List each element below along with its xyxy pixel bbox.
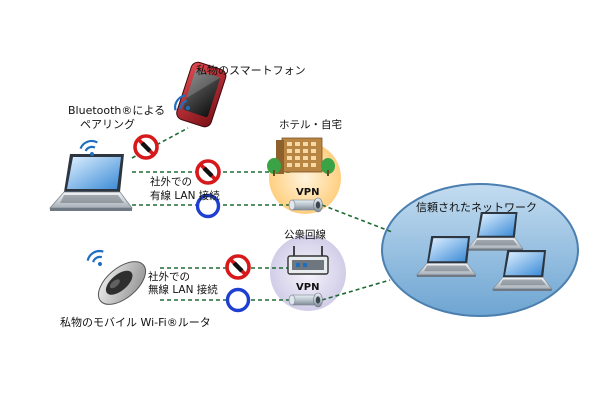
vpn-tunnel-icon-top (288, 197, 323, 213)
wireless-label-line2: 無線 LAN 接続 (148, 283, 218, 296)
wireless-label-line1: 社外での (148, 270, 190, 283)
wireless-allowed-circle-icon (225, 287, 251, 313)
wireless-vpn-to-network-line (321, 279, 391, 301)
wired-label-line1: 社外での (150, 175, 192, 188)
mobile-router-icon (97, 261, 147, 305)
bluetooth-label-line2: ペアリング (80, 117, 135, 131)
router-wifi-signal-icon (84, 247, 110, 272)
public-line-label: 公衆回線 (284, 228, 326, 241)
bluetooth-label-line1: Bluetooth®による (68, 104, 165, 117)
wired-no-entry-icon (195, 159, 221, 185)
vpn-label-bottom: VPN (296, 282, 319, 293)
wired-label-line2: 有線 LAN 接続 (150, 189, 220, 202)
wireless-router-icon (287, 246, 329, 275)
vpn-label-top: VPN (296, 187, 319, 198)
smartphone-label: 私物のスマートフォン (196, 63, 306, 77)
mobile-router-label: 私物のモバイル Wi-Fi®ルータ (60, 315, 211, 329)
vpn-tunnel-icon-bottom (288, 292, 323, 308)
wired-vpn-to-network-line (321, 204, 393, 233)
wireless-no-entry-icon (225, 254, 251, 280)
hotel-home-label: ホテル・自宅 (279, 118, 342, 131)
trusted-network-label: 信頼されたネットワーク (416, 201, 537, 214)
bluetooth-no-entry-icon (133, 134, 159, 160)
laptop-icon (49, 153, 133, 212)
building-icon (267, 137, 335, 176)
smartphone-icon (176, 61, 227, 128)
